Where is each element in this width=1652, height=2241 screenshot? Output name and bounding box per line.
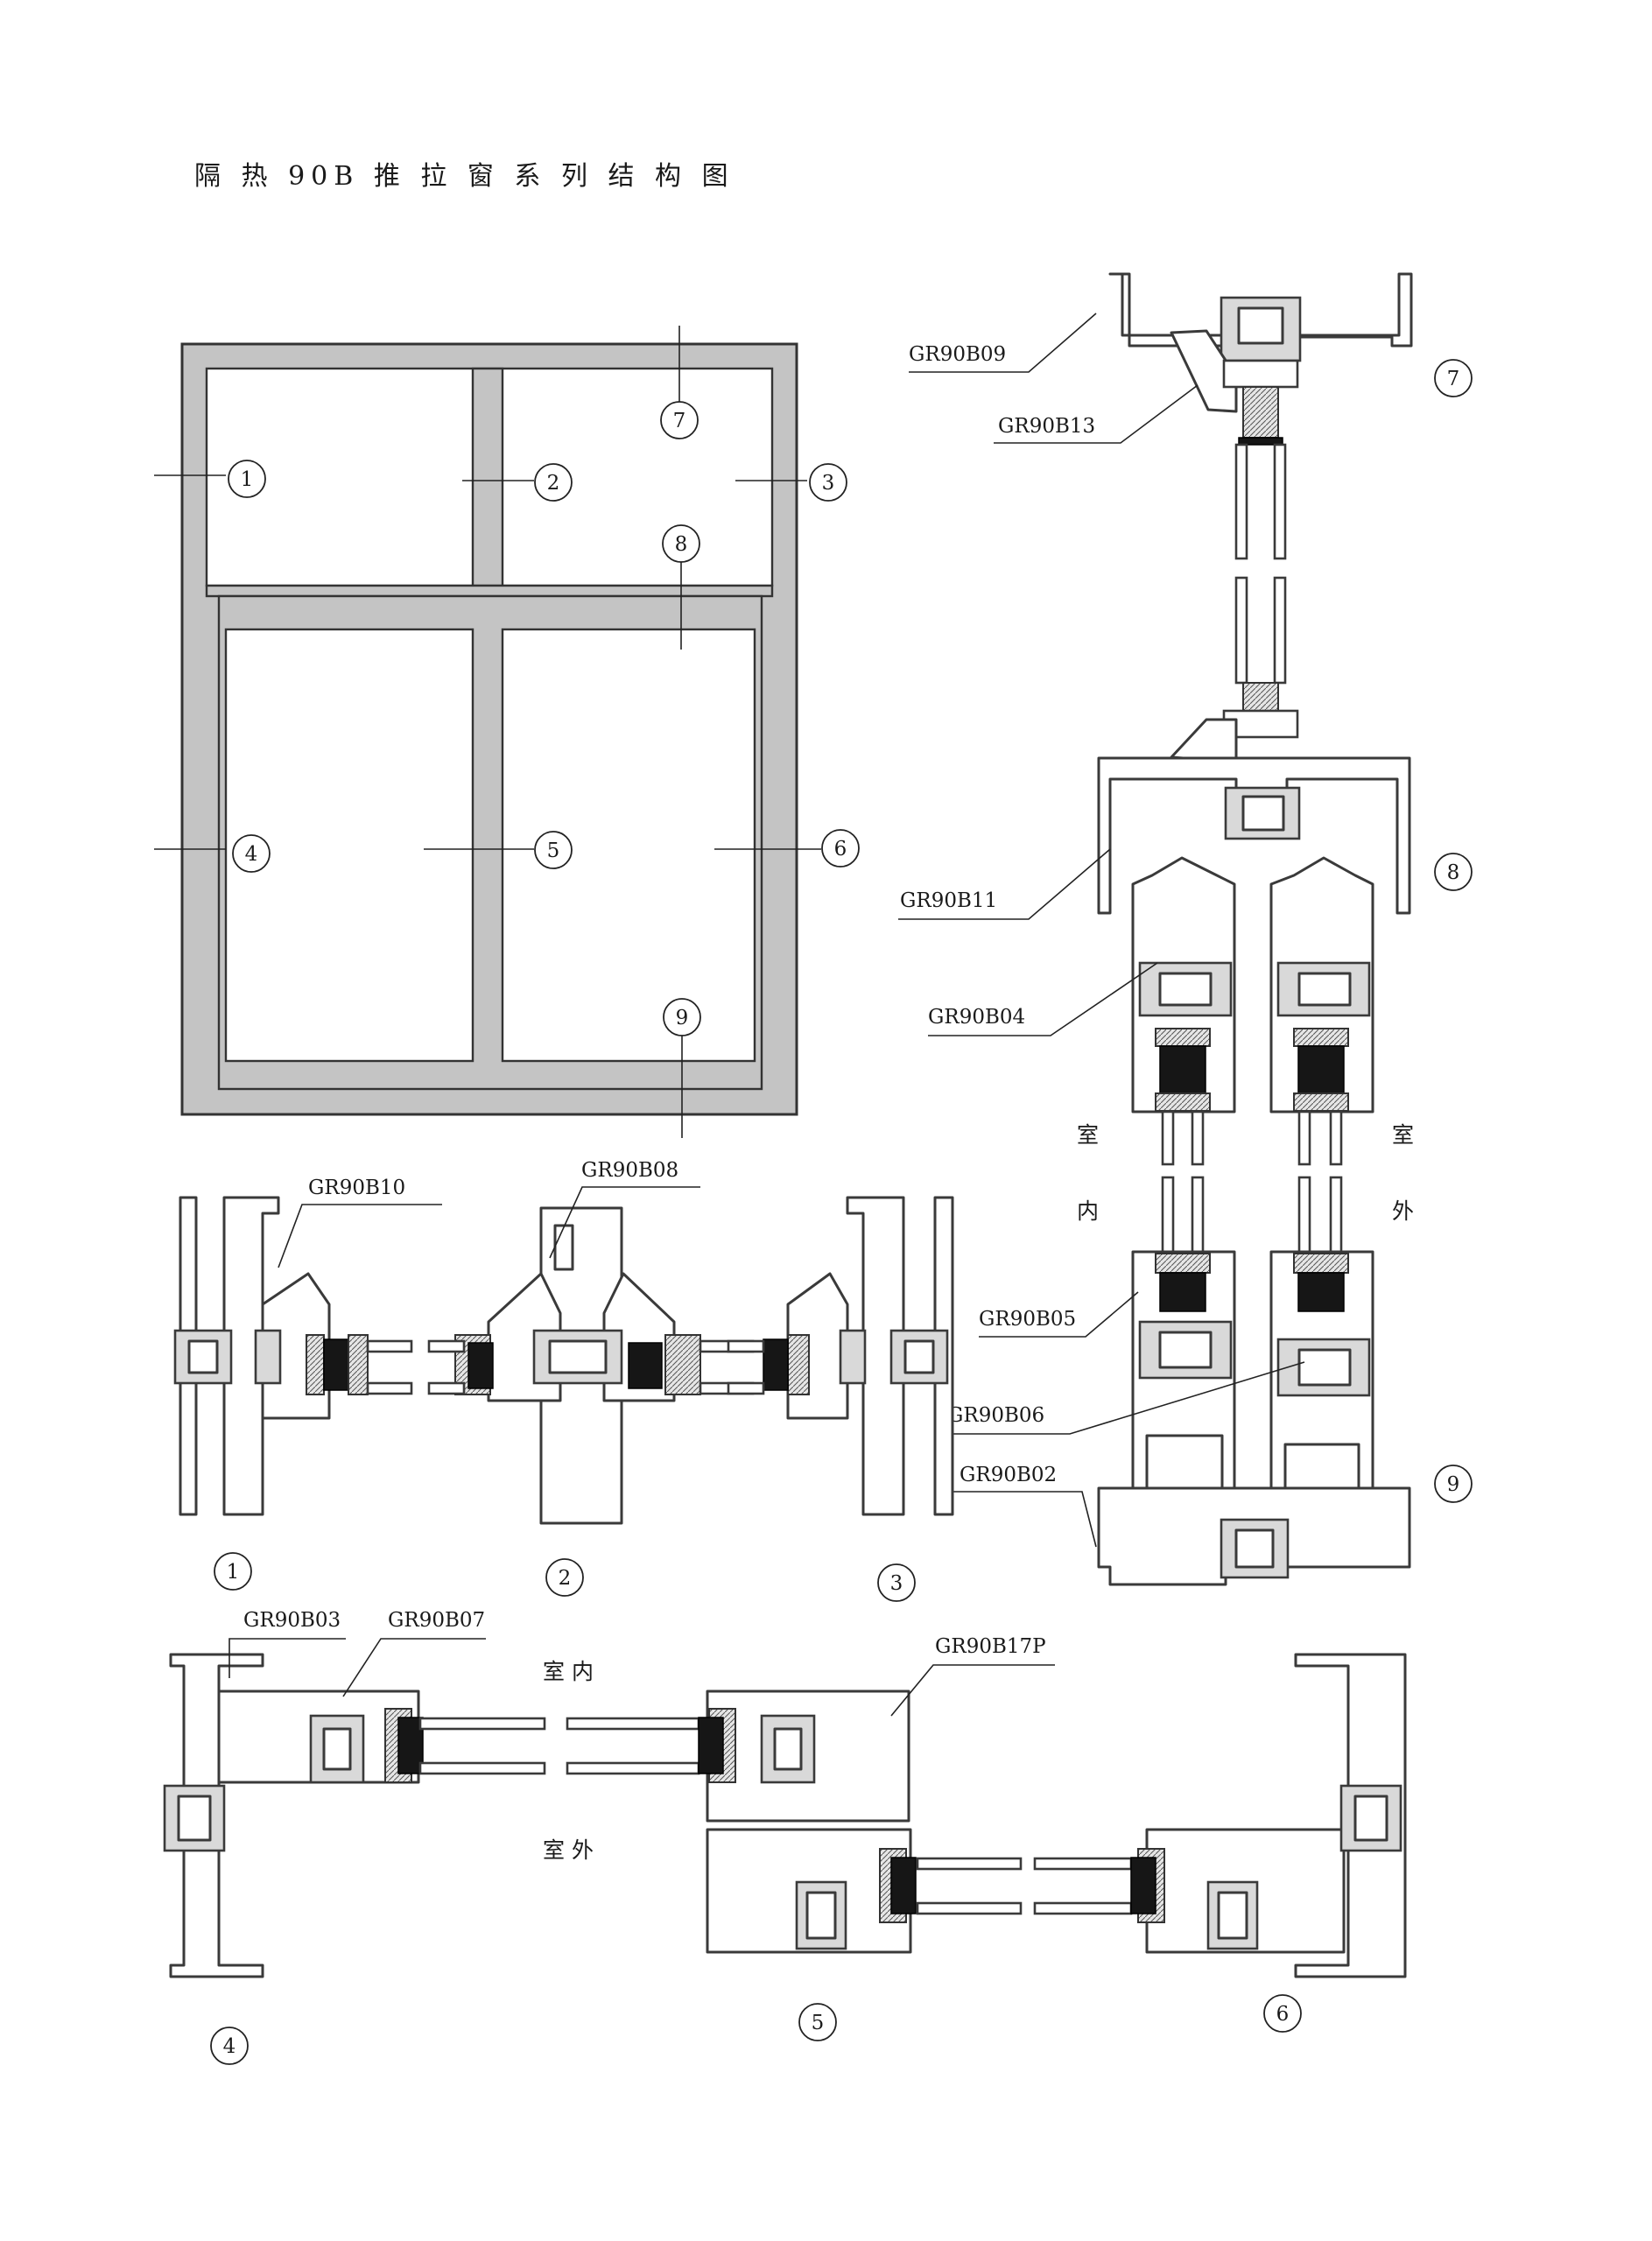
callout-5: 5 xyxy=(547,839,560,862)
label-gr90b05: GR90B05 xyxy=(979,1308,1076,1331)
window-elevation xyxy=(154,326,821,1138)
label-gr90b09: GR90B09 xyxy=(909,343,1006,366)
vertical-section: GR90B09 GR90B13 GR90B11 GR90B04 GR90B05 … xyxy=(898,272,1473,1586)
horizontal-sections-bottom: GR90B03 GR90B07 GR90B17P 室 内 室 外 4 5 6 xyxy=(163,1609,1407,2065)
outdoor-label-b: 外 xyxy=(1392,1198,1414,1224)
label-gr90b17p: GR90B17P xyxy=(935,1635,1046,1658)
label-gr90b02: GR90B02 xyxy=(960,1464,1057,1486)
callout-4: 4 xyxy=(245,843,258,866)
section-callout-5: 5 xyxy=(812,2012,825,2034)
indoor-label-b: 内 xyxy=(1077,1198,1099,1224)
callout-7: 7 xyxy=(673,410,686,432)
label-gr90b13: GR90B13 xyxy=(998,415,1095,438)
callout-9: 9 xyxy=(676,1007,689,1029)
label-gr90b04: GR90B04 xyxy=(928,1006,1025,1029)
page-title: 隔 热 90B 推 拉 窗 系 列 结 构 图 xyxy=(194,161,735,192)
section-callout-3: 3 xyxy=(890,1572,903,1595)
label-gr90b10: GR90B10 xyxy=(308,1177,405,1199)
callout-2: 2 xyxy=(547,472,560,495)
section-callout-6: 6 xyxy=(1276,2003,1290,2026)
outdoor-label-a: 室 xyxy=(1392,1122,1414,1148)
label-gr90b11: GR90B11 xyxy=(900,889,997,912)
section-callout-9: 9 xyxy=(1447,1473,1460,1496)
outdoor-label: 室 外 xyxy=(543,1837,594,1863)
section-callout-2: 2 xyxy=(559,1567,572,1590)
section-callout-1: 1 xyxy=(227,1561,240,1584)
callout-8: 8 xyxy=(675,533,688,556)
callout-3: 3 xyxy=(822,472,835,495)
horizontal-sections-top: GR90B10 GR90B08 1 2 3 xyxy=(173,1159,954,1602)
section-callout-8: 8 xyxy=(1447,861,1460,884)
label-gr90b08: GR90B08 xyxy=(581,1159,678,1182)
label-gr90b06: GR90B06 xyxy=(947,1404,1044,1427)
elevation-callouts: 1 2 3 7 8 4 5 6 9 xyxy=(228,401,860,1036)
label-gr90b03: GR90B03 xyxy=(243,1609,341,1632)
section-callout-4: 4 xyxy=(223,2035,236,2058)
label-gr90b07: GR90B07 xyxy=(388,1609,485,1632)
indoor-label: 室 内 xyxy=(543,1659,594,1684)
callout-1: 1 xyxy=(241,468,254,491)
callout-6: 6 xyxy=(834,838,847,861)
section-callout-7: 7 xyxy=(1447,368,1460,390)
indoor-label-a: 室 xyxy=(1077,1122,1099,1148)
